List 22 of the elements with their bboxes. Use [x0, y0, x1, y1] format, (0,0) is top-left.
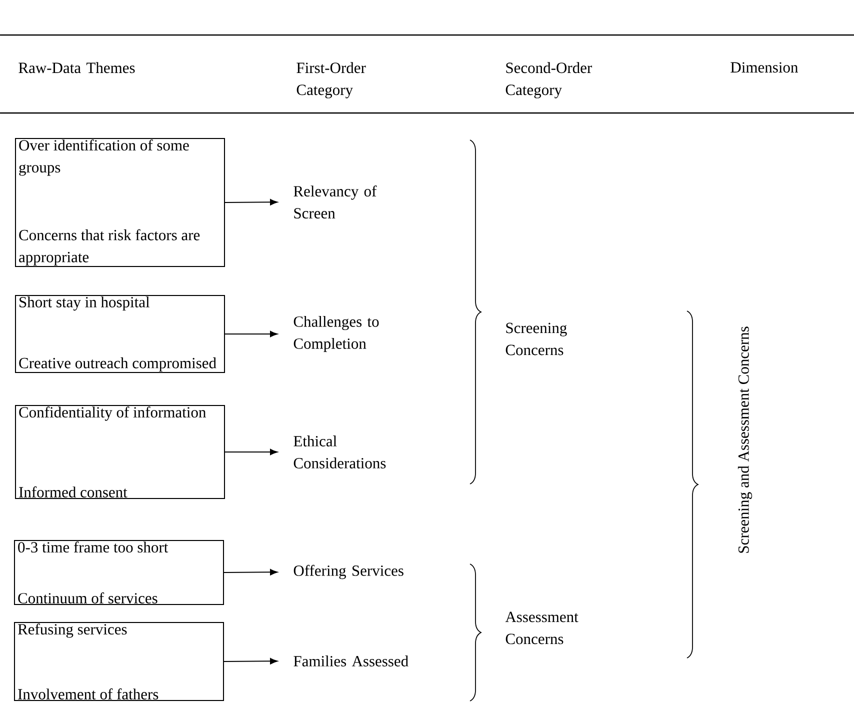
column-heading: Raw-Data Themes: [18, 62, 135, 74]
arrow: [224, 448, 278, 456]
arrow: [224, 199, 278, 206]
category-text: Assessment Concerns: [505, 612, 578, 644]
arrow: [224, 330, 278, 338]
column-heading: First-Order Category: [296, 62, 366, 98]
column-heading: Dimension: [730, 62, 798, 73]
category-text: Challenges to Completion: [294, 316, 379, 352]
theme-box: 0-3 time frame too short Continuum of services: [14, 540, 224, 605]
theme-box: Refusing services Involvement of fathers: [14, 622, 224, 701]
category-text: Ethical Considerations: [294, 436, 386, 468]
category-text: Offering Services: [294, 564, 404, 580]
theme-box: Confidentiality of information Informed consent: [15, 404, 225, 499]
category-text: Relevancy of Screen: [294, 185, 377, 219]
theme-box: Short stay in hospital Creative outreach compromised: [15, 295, 225, 373]
arrow: [224, 569, 278, 576]
column-heading: Second-Order Category: [506, 62, 592, 98]
category-text: Families Assessed: [294, 656, 408, 666]
arrow: [224, 658, 278, 664]
category-text: Screening Concerns: [506, 322, 567, 356]
dimension-text: Screening and Assessment Concerns: [738, 326, 752, 553]
theme-box: Over identification of some groups Concerns that risk factors are appropriate: [15, 138, 225, 267]
